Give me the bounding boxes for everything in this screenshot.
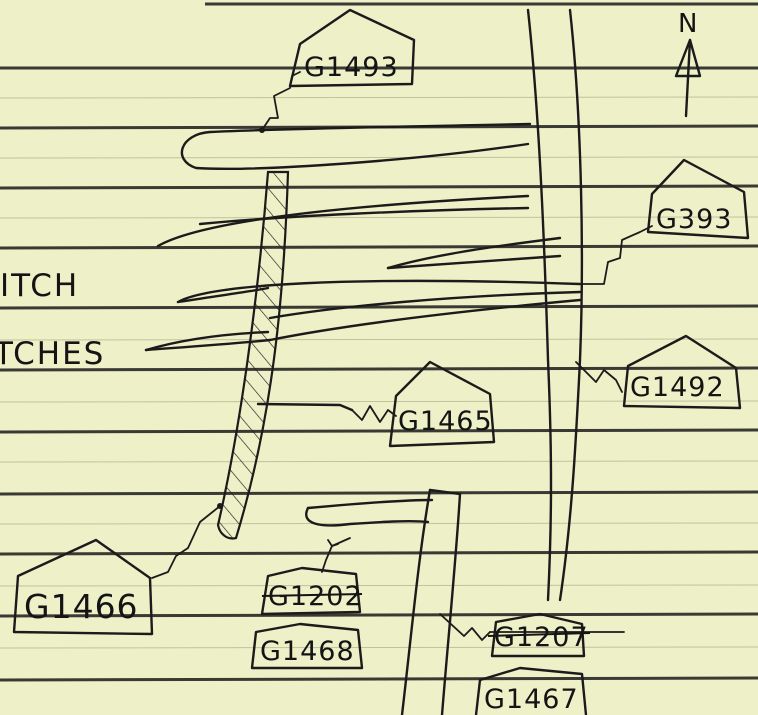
tag-g1468-label: G1468: [260, 636, 355, 667]
left-margin-notes: ITCH TCHES: [0, 268, 105, 372]
tag-g1493-label: G1493: [304, 52, 399, 83]
tag-g1465-label: G1465: [398, 406, 493, 437]
ruled-lines: [0, 4, 758, 680]
north-label: N: [678, 9, 697, 39]
tag-g1207: G1207: [488, 614, 590, 656]
tag-g1467-label: G1467: [484, 684, 579, 715]
tag-g1202: G1202: [262, 568, 363, 614]
tag-g1468: G1468: [252, 624, 362, 668]
left-note-tches: TCHES: [0, 336, 105, 372]
tag-g1492-label: G1492: [630, 372, 725, 403]
hatched-trench: [218, 172, 288, 538]
tag-g1467: G1467: [476, 668, 586, 715]
tag-g1465: G1465: [390, 362, 494, 446]
tag-g1207-label: G1207: [494, 622, 589, 653]
tag-g1466-label: G1466: [24, 587, 139, 626]
ditch-features: [146, 124, 580, 525]
tag-g1493: G1493: [290, 10, 414, 86]
tag-g393: G393: [648, 160, 748, 238]
left-note-itch: ITCH: [0, 268, 79, 304]
north-arrow: N: [676, 9, 700, 116]
tag-g1492: G1492: [624, 336, 740, 408]
tag-g393-label: G393: [656, 204, 732, 235]
